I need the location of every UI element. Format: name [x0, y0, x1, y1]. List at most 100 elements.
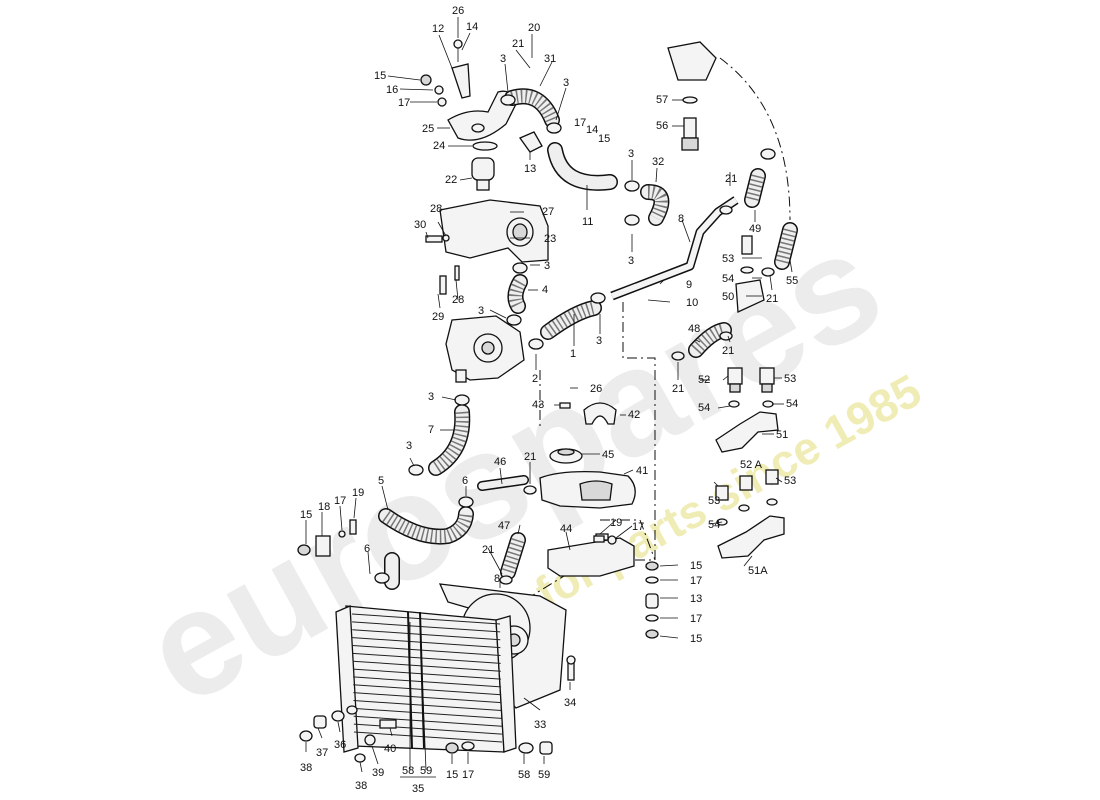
hose-clamps [374, 94, 776, 585]
callout-10: 10 [686, 297, 698, 309]
callout-15: 15 [300, 509, 312, 521]
callout-54: 54 [698, 402, 710, 414]
callout-28: 28 [452, 294, 464, 306]
callout-26: 26 [452, 5, 464, 17]
callout-2: 2 [532, 373, 538, 385]
callout-3: 3 [544, 260, 550, 272]
callout-41: 41 [636, 465, 648, 477]
callout-56: 56 [656, 120, 668, 132]
callout-26: 26 [590, 383, 602, 395]
callout-21: 21 [482, 544, 494, 556]
callout-54: 54 [786, 398, 798, 410]
radiator-fin [353, 715, 502, 727]
callout-21: 21 [766, 293, 778, 305]
callout-35: 35 [412, 783, 424, 795]
radiator-fin [353, 707, 502, 719]
leader-lines [305, 17, 793, 778]
callout-3: 3 [596, 335, 602, 347]
callout-3: 3 [628, 255, 634, 267]
small-parts [297, 519, 617, 763]
callout-21: 21 [672, 383, 684, 395]
callout-51A: 51A [748, 565, 768, 577]
callout-15: 15 [446, 769, 458, 781]
callout-47: 47 [498, 520, 510, 532]
callout-49: 49 [749, 223, 761, 235]
callout-59: 59 [538, 769, 550, 781]
thermostat-housing-group [420, 39, 549, 295]
callout-19: 19 [352, 487, 364, 499]
radiator-fin [351, 613, 501, 625]
callout-1: 1 [570, 348, 576, 360]
callout-14: 14 [466, 21, 478, 33]
callout-59: 59 [420, 765, 432, 777]
watermark: eurospares a passion for parts since 198… [118, 197, 930, 736]
callout-15: 15 [598, 133, 610, 145]
callout-38: 38 [300, 762, 312, 774]
callout-30: 30 [414, 219, 426, 231]
callout-15: 15 [690, 633, 702, 645]
callout-31: 31 [544, 53, 556, 65]
callout-32: 32 [652, 156, 664, 168]
hoses [378, 88, 798, 590]
callout-20: 20 [528, 22, 540, 34]
callout-6: 6 [462, 475, 468, 487]
expansion-tank [539, 402, 636, 509]
callout-57: 57 [656, 94, 668, 106]
radiator-fin [353, 684, 502, 696]
callout-12: 12 [432, 23, 444, 35]
callout-28: 28 [430, 203, 442, 215]
mount-stack [645, 561, 659, 639]
callout-17: 17 [398, 97, 410, 109]
callout-15: 15 [374, 70, 386, 82]
callout-42: 42 [628, 409, 640, 421]
callout-38: 38 [355, 780, 367, 792]
callout-8: 8 [494, 573, 500, 585]
callout-24: 24 [433, 140, 445, 152]
callout-21: 21 [725, 173, 737, 185]
callout-39: 39 [372, 767, 384, 779]
callout-55: 55 [786, 275, 798, 287]
callout-4: 4 [542, 284, 548, 296]
callout-3: 3 [563, 77, 569, 89]
radiator-fin [352, 637, 501, 649]
callout-54: 54 [722, 273, 734, 285]
water-pump [445, 315, 525, 383]
callout-9: 9 [686, 279, 692, 291]
callout-50: 50 [722, 291, 734, 303]
callout-52A: 52 A [740, 459, 763, 471]
callout-11: 11 [582, 216, 593, 228]
callout-53: 53 [708, 495, 720, 507]
callout-17: 17 [690, 613, 702, 625]
callout-3: 3 [428, 391, 434, 403]
radiator-fin [353, 731, 503, 743]
callout-45: 45 [602, 449, 614, 461]
callout-58: 58 [518, 769, 530, 781]
radiator-fin [352, 644, 501, 656]
radiator [335, 605, 517, 753]
radiator-fins [351, 611, 503, 749]
callout-18: 18 [318, 501, 330, 513]
callout-17: 17 [334, 495, 346, 507]
callout-7: 7 [428, 424, 434, 436]
radiator-fin [352, 621, 501, 633]
callout-21: 21 [722, 345, 734, 357]
callout-21: 21 [512, 38, 524, 50]
callout-51: 51 [776, 429, 788, 441]
callout-25: 25 [422, 123, 434, 135]
callout-53: 53 [722, 253, 734, 265]
callout-53: 53 [784, 373, 796, 385]
callout-37: 37 [316, 747, 328, 759]
callout-13: 13 [524, 163, 536, 175]
callout-34: 34 [564, 697, 576, 709]
callout-54: 54 [708, 519, 720, 531]
callout-13: 13 [690, 593, 702, 605]
callout-3: 3 [628, 148, 634, 160]
callout-44: 44 [560, 523, 572, 535]
callout-23: 23 [544, 233, 556, 245]
callout-17: 17 [462, 769, 474, 781]
radiator-fin [353, 676, 502, 688]
radiator-fin [352, 660, 501, 672]
callout-3: 3 [500, 53, 506, 65]
radiator-fin [353, 692, 502, 704]
